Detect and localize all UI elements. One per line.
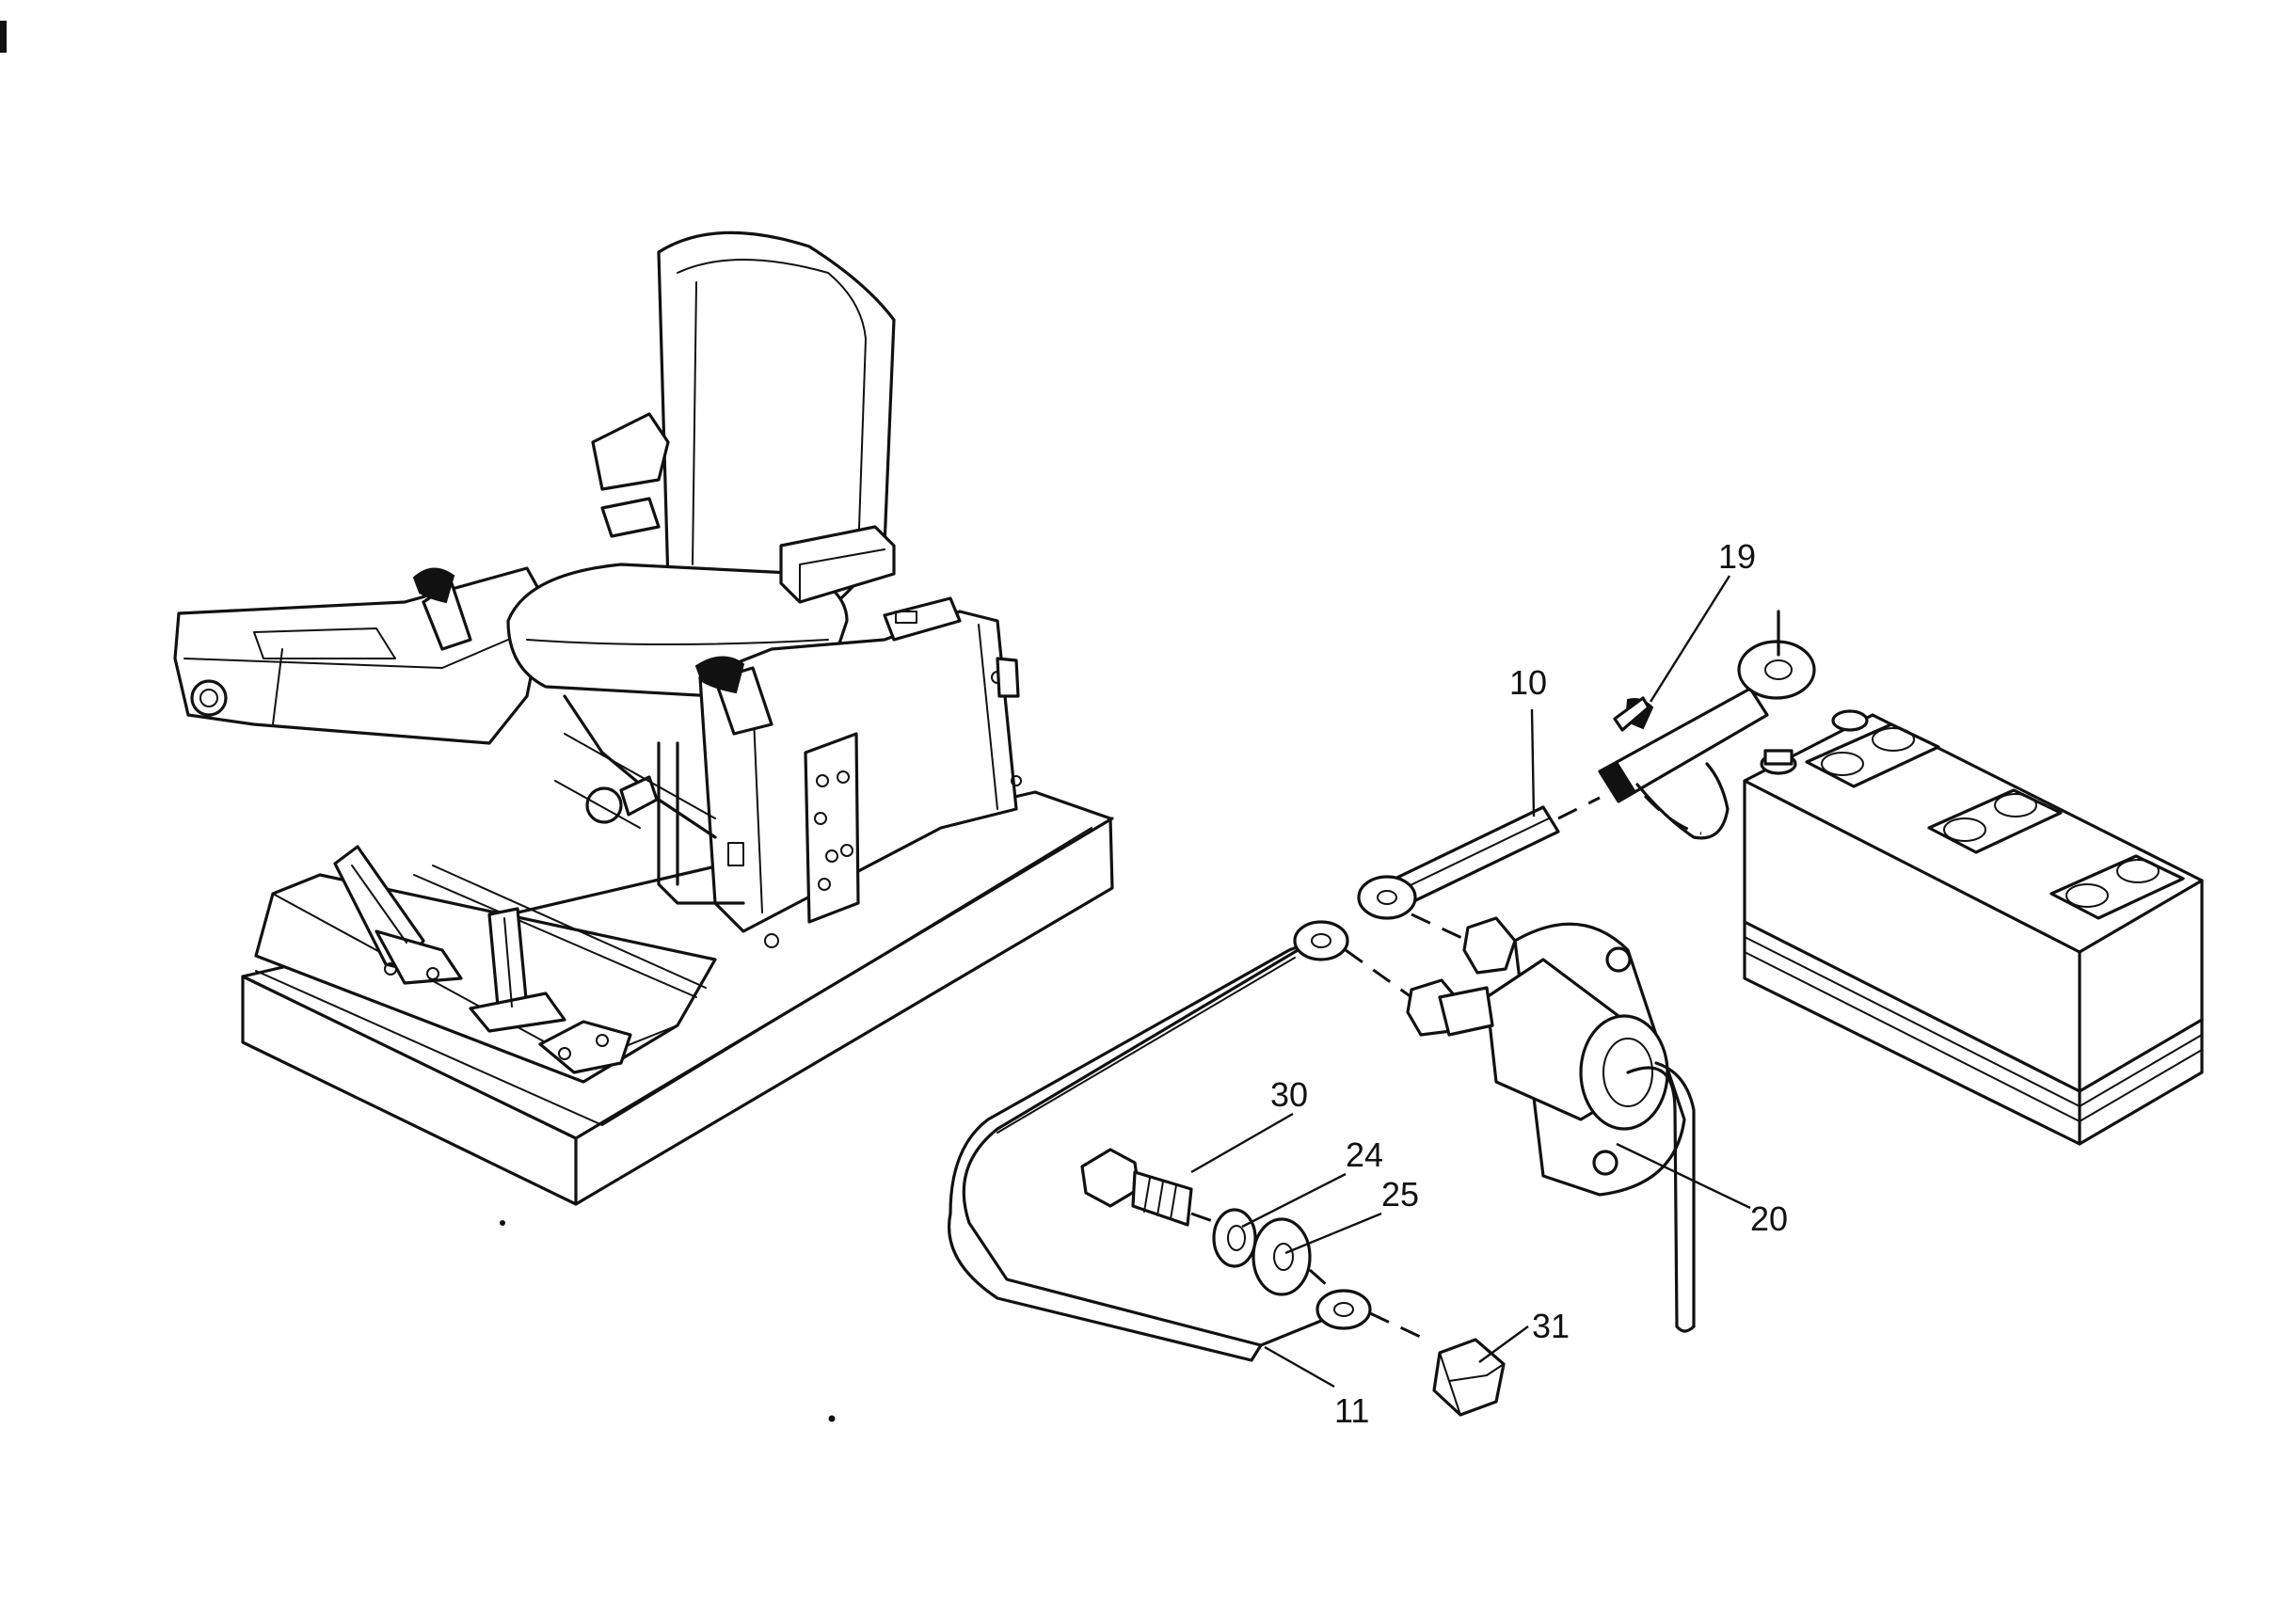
callout-30: 30 bbox=[1270, 1075, 1308, 1114]
terminal-clamp-19 bbox=[1598, 610, 1816, 840]
callout-31: 31 bbox=[1532, 1307, 1570, 1345]
flat-washer-25 bbox=[1252, 1217, 1328, 1296]
right-control-console bbox=[698, 596, 1022, 948]
battery-terminal-posts bbox=[1760, 709, 1869, 775]
leader-31 bbox=[1478, 1325, 1529, 1363]
cable-10 bbox=[1357, 796, 1601, 920]
callout-10: 10 bbox=[1509, 663, 1547, 702]
operator-seat bbox=[506, 230, 896, 698]
callout-11: 11 bbox=[1334, 1391, 1369, 1430]
bolt-30 bbox=[1080, 1148, 1224, 1227]
seat-linkage bbox=[554, 694, 745, 905]
callout-24: 24 bbox=[1346, 1135, 1383, 1174]
left-joystick bbox=[412, 567, 472, 651]
callout-labels: 10 19 20 30 24 25 31 11 bbox=[1270, 537, 1788, 1430]
isolator-switch-20 bbox=[1406, 913, 1696, 1333]
battery-cell-caps bbox=[1805, 722, 2185, 920]
callout-25: 25 bbox=[1381, 1175, 1419, 1214]
callout-20: 20 bbox=[1750, 1199, 1788, 1238]
left-control-console bbox=[173, 566, 548, 745]
foot-pedal-left bbox=[333, 845, 463, 985]
leader-11 bbox=[1264, 1345, 1335, 1389]
lock-washer-24 bbox=[1212, 1208, 1257, 1268]
leader-10 bbox=[1530, 708, 1536, 817]
ground-strap-11 bbox=[948, 920, 1431, 1362]
corner-mark bbox=[0, 21, 7, 53]
stray-dot bbox=[828, 1415, 836, 1422]
right-joystick bbox=[694, 656, 773, 736]
floor-mark bbox=[500, 1220, 505, 1226]
operator-platform-assembly bbox=[173, 230, 1114, 1226]
leader-19 bbox=[1649, 575, 1731, 703]
leader-24 bbox=[1241, 1172, 1347, 1229]
leader-30 bbox=[1190, 1112, 1294, 1174]
floor-step bbox=[538, 1020, 632, 1074]
leader-lines bbox=[1190, 575, 1751, 1389]
foot-pedal-right bbox=[469, 907, 566, 1033]
battery bbox=[1743, 709, 2204, 1146]
callout-19: 19 bbox=[1718, 537, 1756, 576]
leader-20 bbox=[1616, 1142, 1751, 1210]
leader-25 bbox=[1284, 1212, 1382, 1255]
